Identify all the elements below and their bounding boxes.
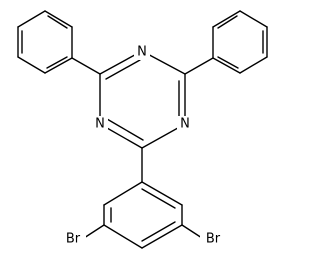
triazine-ring <box>99 50 186 149</box>
molecule-structure: N N N Br Br <box>17 10 268 249</box>
bond-phenyl-right-to-triazine <box>184 57 214 75</box>
atom-br-right: Br <box>206 232 221 247</box>
atom-n-top: N <box>137 45 147 60</box>
bond-c-br-left <box>83 224 105 239</box>
structure-canvas: N N N Br Br <box>17 10 268 249</box>
atom-n-left: N <box>95 117 105 132</box>
phenyl-ring-right <box>212 10 268 74</box>
bond-c-br-right <box>181 224 203 239</box>
dibromophenyl-ring <box>103 181 183 249</box>
atom-n-right: N <box>180 117 190 132</box>
bond-phenyl-left-to-triazine <box>71 57 101 75</box>
atom-br-left: Br <box>66 232 81 247</box>
phenyl-ring-left <box>17 10 73 74</box>
